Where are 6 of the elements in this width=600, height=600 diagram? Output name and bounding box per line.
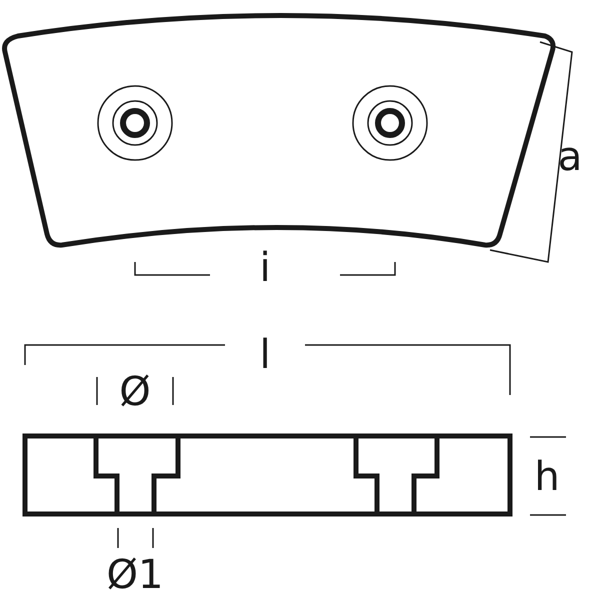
dimension-label: l bbox=[259, 335, 271, 375]
dimension-label: Ø1 bbox=[106, 555, 164, 595]
dimension-label: Ø bbox=[119, 372, 151, 412]
dimension-label: h bbox=[534, 457, 560, 497]
dimension-label: i bbox=[259, 248, 271, 288]
dimension-label: a bbox=[558, 137, 582, 177]
